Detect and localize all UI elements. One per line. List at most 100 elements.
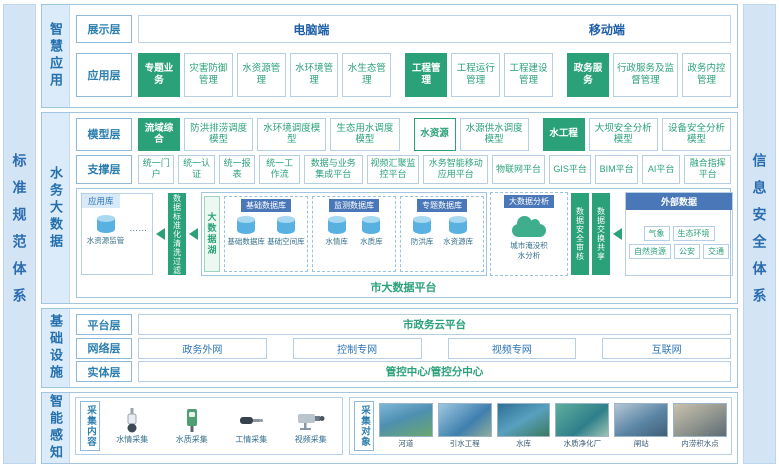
collection-content-box: 采集内容 水情采集 [75,397,343,455]
networks-group: 政务外网 控制专网 视频专网 互联网 [138,337,731,359]
chip-unified-auth: 统一认证 [178,154,215,184]
big-data-analysis-tab: 大数据分析 [504,195,554,208]
chip-engineering-operation: 工程运行管理 [451,53,501,97]
thematic-database-tab: 专题数据库 [417,199,467,212]
data-cleaning-label: 数据标准化清洗过滤 [172,193,182,275]
object-waterlogging-point: 内涝积水点 [673,403,727,449]
chip-unified-report: 统一报表 [218,154,256,184]
flood-analysis-cloud-icon [512,216,546,237]
water-condition-db-item: 水情库 [325,214,348,247]
chip-video-monitoring-platform: 视频汇聚监控平台 [366,154,420,184]
chip-admin-service-supervision: 行政服务及监督管理 [612,53,679,97]
band-intelligent-sensing-strip: 智能感知 [42,393,70,463]
reservoir-photo [496,403,551,437]
database-cylinder-icon [449,215,468,234]
sensor-water-quality: 水质采集 [165,407,220,445]
cctv-camera-icon [297,414,325,430]
application-library-box: 应用库 水资源监管 …… [81,193,153,275]
water-quality-sensor-icon [186,409,197,432]
chip-special-business: 专题业务 [138,53,180,97]
water-resource-db-item: 水资源库 [443,214,473,247]
chip-mobile-app-platform: 水务智能移动应用平台 [423,154,489,184]
object-waterlogging-label: 内涝积水点 [681,439,719,448]
ext-chip-public-security: 公安 [674,244,700,259]
flood-analysis-label: 城市淹没积水分析 [510,241,548,260]
network-layer-label: 网络层 [76,337,132,359]
collection-object-label: 采集对象 [359,405,370,447]
chip-dam-safety-model: 大坝安全分析模型 [588,118,658,151]
net-internet: 互联网 [602,337,731,359]
chip-supply-dispatch-model: 水源供水调度模型 [459,118,529,151]
standards-system-label: 标准规范体系 [11,153,28,315]
network-layer-row: 网络层 政务外网 控制专网 视频专网 互联网 [76,337,731,359]
water-quality-db-item: 水质库 [360,214,383,247]
chip-disaster-defense: 灾害防御管理 [184,53,233,97]
database-cylinder-icon [276,215,295,234]
chip-water-resources-mgmt: 水资源管理 [236,53,286,97]
chip-water-environment-mgmt: 水环境管理 [289,53,339,97]
city-big-data-platform-box: 应用库 水资源监管 …… 数据标准化清洗过滤 [76,188,733,298]
data-cleaning-strip: 数据标准化清洗过滤 [168,193,186,275]
big-data-analysis-body: 城市淹没积水分析 [491,210,567,261]
security-system-label: 信息安全体系 [751,153,768,315]
object-diversion-label: 引水工程 [449,439,480,448]
sensing-row: 采集内容 水情采集 [75,397,732,455]
support-chips: 统一门户 统一认证 统一报表 统一工作流 数据与业务集成平台 视频汇聚监控平台 … [138,154,732,184]
application-chips: 专题业务 灾害防御管理 水资源管理 水环境管理 水生态管理 工程管理 工程运行管… [138,53,731,97]
chip-engineering-mgmt: 工程管理 [405,53,448,97]
standards-system-bar: 标准规范体系 [3,4,36,464]
chip-water-ecology-mgmt: 水生态管理 [342,53,392,97]
band-smart-application-strip: 智慧应用 [42,5,70,107]
data-exchange-strip: 数据交换共享 [592,193,610,275]
band-infrastructure: 基础设施 平台层 市政务云平台 网络层 政务外网 控制专网 视频专网 互联网 [41,308,738,388]
chip-equipment-safety-model: 设备安全分析模型 [661,118,732,151]
basic-database-group: 基础数据库 基础数据库 基础空间库 [224,196,308,272]
net-control-network: 控制专网 [292,337,422,359]
city-big-data-platform-label: 市大数据平台 [370,282,437,294]
display-layer-row: 展示层 电脑端 移动端 [76,15,731,43]
database-cylinder-icon [327,215,346,234]
platform-layer-label: 平台层 [76,314,132,335]
band-infrastructure-strip: 基础设施 [42,309,70,387]
object-diversion-project: 引水工程 [437,403,492,449]
sensor-engineering-label: 工情采集 [235,435,268,444]
chip-unified-portal: 统一门户 [138,154,175,184]
water-resource-db-label: 水资源库 [443,237,474,246]
band-intelligent-sensing: 智能感知 采集内容 水情采集 [41,392,738,464]
band-infrastructure-label: 基础设施 [48,314,63,382]
support-layer-label: 支撑层 [76,154,132,184]
chip-water-engineering: 水工程 [542,118,585,151]
collection-object-box: 采集对象 河道 引水工程 水库 [349,397,732,455]
database-cylinder-icon [413,215,432,234]
basic-database-tab: 基础数据库 [241,199,291,212]
chip-iot-platform: 物联网平台 [492,154,545,184]
chip-unified-workflow: 统一工作流 [259,154,300,184]
diversion-project-photo [437,403,492,437]
collection-object-label-box: 采集对象 [354,401,374,451]
app-lib-database-label: 水资源监管 [86,236,125,245]
chip-gis-platform: GIS平台 [548,154,592,184]
application-library-tab: 应用库 [82,194,120,208]
ellipsis-more: …… [129,223,148,233]
external-data-header: 外部数据 [626,193,732,210]
band-infrastructure-content: 平台层 市政务云平台 网络层 政务外网 控制专网 视频专网 互联网 实体层 管控… [70,309,737,387]
collection-content-label-box: 采集内容 [80,401,100,451]
sluice-station-photo [614,403,669,437]
sensor-water-quality-label: 水质采集 [175,435,208,444]
security-system-bar: 信息安全体系 [743,4,776,464]
pc-terminal-label: 电脑端 [293,22,330,37]
object-reservoir-label: 水库 [516,439,532,448]
display-layer-label: 展示层 [76,15,132,43]
ext-chip-meteorology: 气象 [643,226,670,241]
object-sluice-station: 闸站 [614,403,669,449]
gov-cloud-platform-box: 市政务云平台 [138,314,731,335]
water-level-sensor-icon [127,408,137,433]
application-library-body: 水资源监管 …… [82,208,152,246]
river-photo [379,403,433,437]
support-layer-row: 支撑层 统一门户 统一认证 统一报表 统一工作流 数据与业务集成平台 视频汇聚监… [76,154,732,184]
basic-database-body: 基础数据库 基础空间库 [225,214,307,247]
chip-gov-internal-control: 政务内控管理 [682,53,731,97]
chip-basin-comprehensive: 流域综合 [138,118,180,151]
data-exchange-label: 数据交换共享 [596,207,606,261]
